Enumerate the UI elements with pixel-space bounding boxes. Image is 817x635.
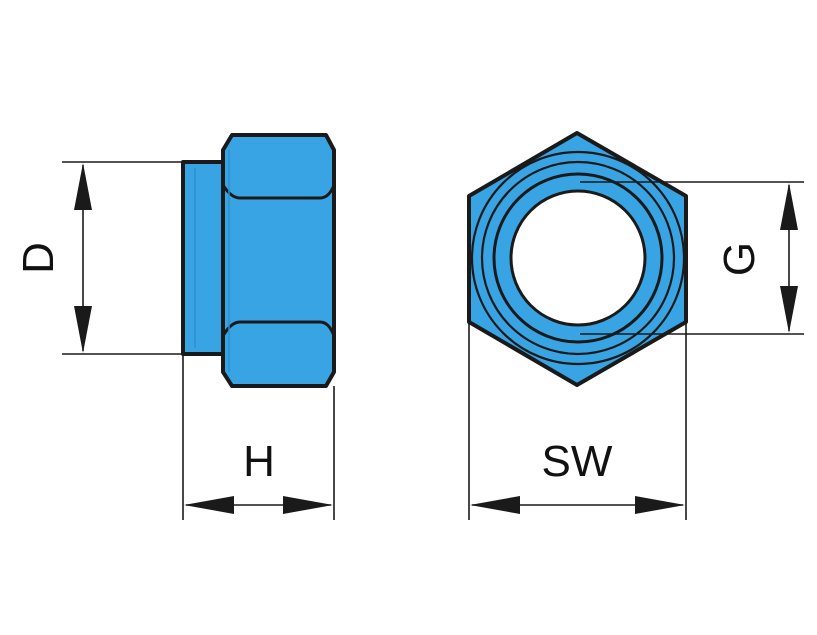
d-label: D [14,242,63,274]
g-arrow-top [780,183,798,230]
g-arrow-bottom [780,286,798,333]
thread-circle-outer [480,160,676,356]
dimension-h: H [182,354,335,520]
h-arrow-left [184,496,234,514]
hex-face-lower-edge [221,320,336,337]
g-label: G [715,242,764,276]
front-view [467,131,688,387]
d-arrow-top [74,163,92,210]
hex-body-side [221,133,336,388]
sw-label: SW [542,437,613,486]
dimension-g: G [580,181,804,335]
d-arrow-bottom [74,306,92,353]
dimension-d: D [14,161,183,355]
h-label: H [243,437,275,486]
side-view [181,133,336,388]
sw-arrow-left [470,496,520,514]
hex-face-upper-edge [221,184,336,200]
chamfer-circle [470,150,686,366]
h-arrow-right [283,496,333,514]
bore [509,189,647,327]
thread-circle-inner [492,172,664,344]
dimension-sw: SW [468,322,687,520]
collar [181,160,225,356]
sw-arrow-right [635,496,685,514]
